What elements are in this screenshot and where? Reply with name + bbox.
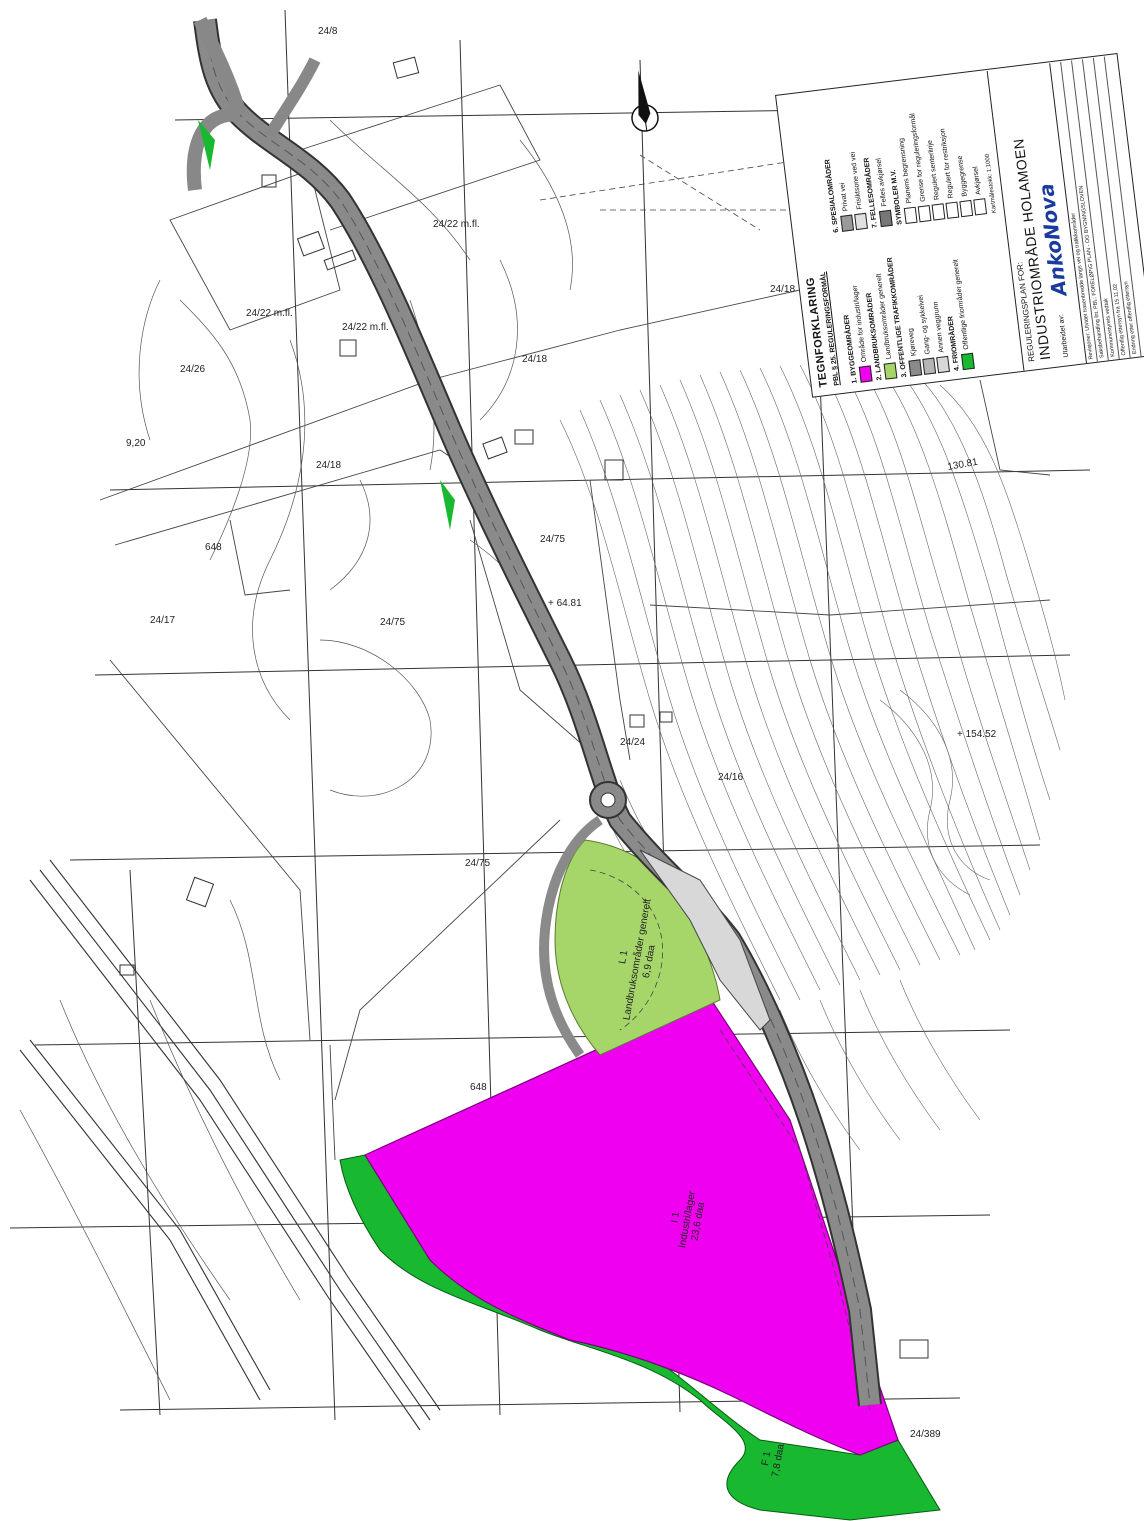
legend-swatch — [931, 203, 946, 221]
legend-swatch — [917, 204, 932, 223]
zone-l1-code: L 1 — [617, 949, 630, 965]
main-road-centerline — [204, 19, 871, 1406]
roundabout-center — [600, 792, 616, 808]
spot-height: 130.81 — [947, 457, 979, 473]
zone-i1-code: I 1 — [669, 1211, 682, 1224]
plot-label: 24/22 m.fl. — [433, 219, 480, 230]
contour-lines-hillside — [559, 363, 1066, 1151]
zone-f1-code: F 1 — [760, 1450, 773, 1467]
plot-label: 24/16 — [718, 772, 743, 783]
legend-swatch — [883, 362, 898, 380]
plot-label: 24/389 — [910, 1429, 941, 1440]
legend-swatch — [854, 212, 868, 231]
plot-label: 24/75 — [380, 617, 405, 628]
road-verge-mid — [440, 480, 455, 530]
legend-item-label: Avkjørsel — [971, 166, 983, 196]
spot-height: + 64.81 — [548, 598, 582, 609]
legend-item-label: Kjøreveg — [906, 327, 918, 357]
plot-label: 24/75 — [465, 858, 490, 869]
title-block: REGULERINGSPLAN FOR: INDUSTRIOMRÅDE HOLA… — [986, 55, 1144, 371]
legend-item-label: Privat vei — [838, 182, 850, 212]
legend-item-label: Felles avkjørsel — [875, 157, 888, 207]
plot-label: 24/22 m.fl. — [342, 322, 389, 333]
plot-label: 648 — [205, 542, 222, 553]
legend-swatch — [973, 198, 988, 216]
plot-label: 24/18 — [522, 354, 547, 365]
legend-swatch — [945, 201, 960, 219]
plot-label: 24/24 — [620, 737, 645, 748]
plot-label: 24/18 — [316, 460, 341, 471]
plot-label: 24/26 — [180, 364, 205, 375]
legend-item-label: Frisiktsone ved vei — [849, 151, 864, 210]
legend-swatch — [908, 359, 923, 377]
legend-swatch — [922, 357, 937, 375]
plot-label: 9,20 — [126, 438, 146, 449]
buildings — [119, 56, 929, 1359]
legend-item-label: Byggegrense — [956, 155, 969, 198]
legend-swatch — [878, 209, 893, 228]
legend-item-label: Annen veggrunn — [931, 301, 946, 354]
legend-swatch — [960, 352, 975, 371]
railway — [19, 859, 441, 1431]
road-branch-north-east — [264, 57, 321, 139]
service-road — [539, 815, 603, 1058]
legend-swatch — [858, 365, 873, 383]
plot-label: 24/22 m.fl. — [246, 308, 293, 319]
frontage-road — [639, 849, 771, 1031]
plot-label: 648 — [470, 1082, 487, 1093]
legend-swatch — [936, 355, 951, 374]
road-branch-north-west — [186, 16, 247, 191]
legend-swatch — [840, 214, 855, 232]
road-verge-north — [198, 120, 215, 170]
legend-swatch — [903, 206, 918, 225]
legend-panel: TEGNFORKLARING PBL § 25. REGULERINGSFORM… — [775, 52, 1144, 398]
plot-label: 24/75 — [540, 534, 565, 545]
property-borders — [99, 84, 1051, 1161]
plot-labels: 24/8 24/22 m.fl. 24/22 m.fl. 24/22 m.fl.… — [126, 26, 941, 1440]
zone-i1-area — [364, 997, 899, 1456]
legend-swatch — [959, 199, 974, 218]
spot-height: + 154.52 — [957, 729, 997, 740]
north-arrow-icon — [631, 70, 659, 132]
plot-label: 24/18 — [770, 284, 795, 295]
plot-label: 24/17 — [150, 615, 175, 626]
legend-sheet: TEGNFORKLARING PBL § 25. REGULERINGSFORM… — [775, 52, 1144, 398]
plot-label: 24/8 — [318, 26, 338, 37]
prepared-by: Utarbeidet av: — [1057, 313, 1071, 358]
spot-heights: + 64.81 + 154.52 130.81 — [548, 457, 997, 740]
